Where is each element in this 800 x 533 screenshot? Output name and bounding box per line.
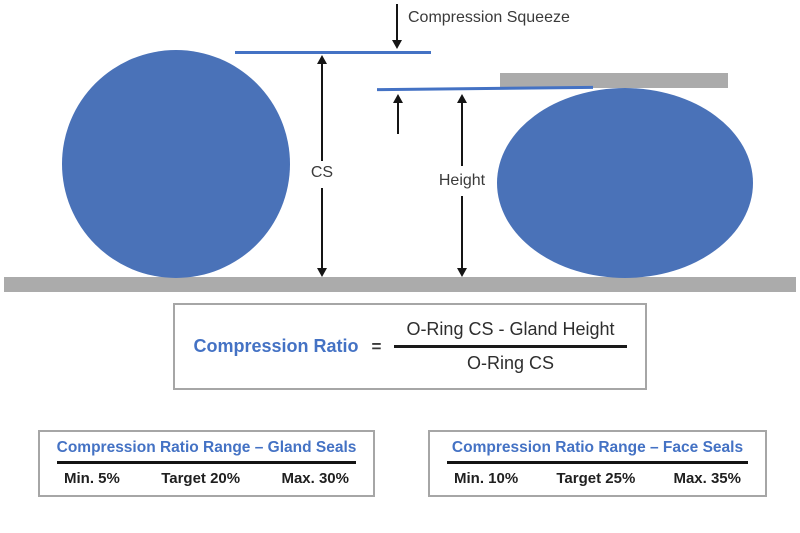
oring-compressed: [497, 88, 753, 278]
title-underline: [57, 461, 356, 464]
arrow-shaft: [321, 63, 323, 161]
face-seals-title: Compression Ratio Range – Face Seals: [451, 439, 744, 456]
title-underline: [447, 461, 748, 464]
arrow-shaft: [461, 196, 463, 269]
formula-fraction: O-Ring CS - Gland Height O-Ring CS: [394, 319, 627, 374]
arrow-head-down: [457, 268, 467, 277]
formula-title: Compression Ratio: [193, 336, 359, 356]
compression-ratio-formula-box: Compression Ratio = O-Ring CS - Gland He…: [173, 303, 647, 390]
arrow-head-up: [393, 94, 403, 103]
gland-seals-title: Compression Ratio Range – Gland Seals: [56, 439, 357, 456]
cs-label: CS: [310, 164, 334, 181]
compression-squeeze-label: Compression Squeeze: [408, 9, 570, 26]
gland-target-value: Target 20%: [161, 470, 241, 487]
arrow-head-down: [317, 268, 327, 277]
gland-top-plate: [500, 73, 728, 88]
arrow-head-down: [392, 40, 402, 49]
arrow-head-up: [457, 94, 467, 103]
gland-seals-values: Min. 5% Target 20% Max. 30%: [40, 464, 373, 487]
gland-min-value: Min. 5%: [64, 470, 120, 487]
face-min-value: Min. 10%: [454, 470, 519, 487]
formula-numerator: O-Ring CS - Gland Height: [394, 319, 627, 348]
face-max-value: Max. 35%: [673, 470, 741, 487]
arrow-shaft: [397, 102, 399, 134]
face-target-value: Target 25%: [556, 470, 636, 487]
gland-max-value: Max. 30%: [281, 470, 349, 487]
face-seals-values: Min. 10% Target 25% Max. 35%: [430, 464, 765, 487]
arrow-shaft: [321, 188, 323, 269]
gland-contact-line: [376, 85, 594, 92]
gland-seals-range-box: Compression Ratio Range – Gland Seals Mi…: [38, 430, 375, 497]
arrow-shaft: [396, 4, 398, 41]
height-label: Height: [438, 172, 486, 189]
face-seals-range-box: Compression Ratio Range – Face Seals Min…: [428, 430, 767, 497]
oring-uncompressed: [62, 50, 290, 278]
bottom-plate: [4, 277, 796, 292]
formula-denominator: O-Ring CS: [466, 353, 554, 373]
arrow-shaft: [461, 102, 463, 166]
top-plate-contact-line: [235, 51, 431, 54]
arrow-head-up: [317, 55, 327, 64]
formula-equals-sign: =: [371, 336, 382, 356]
